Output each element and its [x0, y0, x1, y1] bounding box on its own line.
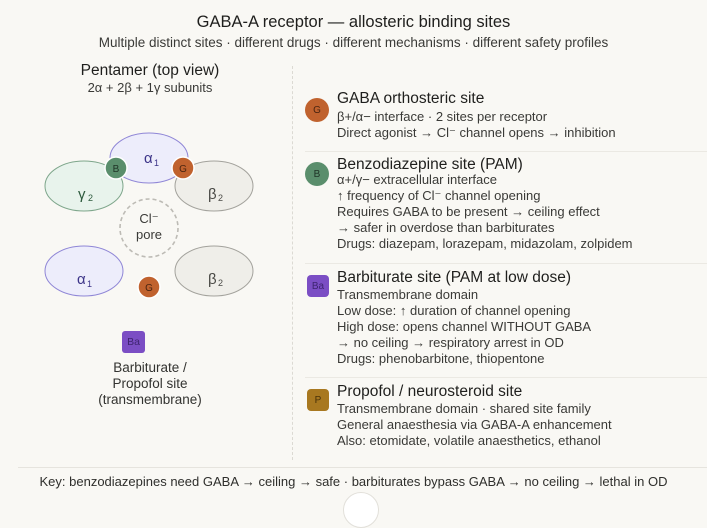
- footer-divider: [18, 467, 707, 468]
- site-title: Barbiturate site (PAM at low dose): [337, 269, 572, 286]
- site-details: α+/γ− extracellular interface ↑ frequenc…: [337, 172, 633, 251]
- site-title: GABA orthosteric site: [337, 90, 485, 107]
- subunit-beta2-right: β 2: [174, 160, 254, 212]
- benzodiazepine-badge-icon: B: [305, 162, 329, 186]
- subunit-subscript: 1: [154, 158, 159, 168]
- barbiturate-legend-badge: Ba: [122, 331, 145, 353]
- scroll-handle[interactable]: [343, 492, 379, 528]
- chloride-pore: Cl⁻ pore: [119, 198, 179, 258]
- svg-text:B: B: [113, 164, 120, 175]
- barbiturate-legend-text: Barbiturate / Propofol site (transmembra…: [98, 360, 202, 407]
- page-subtitle: Multiple distinct sites · different drug…: [98, 35, 609, 50]
- subunit-label: α: [144, 150, 153, 167]
- subunit-label: γ: [78, 186, 86, 203]
- subunit-subscript: 1: [87, 279, 92, 289]
- subunit-label: α: [77, 271, 86, 288]
- column-divider: [292, 66, 293, 460]
- subunit-gamma2: γ 2: [44, 160, 124, 212]
- section-divider: [305, 263, 707, 264]
- page-title: GABA-A receptor — allosteric binding sit…: [196, 13, 511, 31]
- subunit-subscript: 2: [88, 193, 93, 203]
- site-details: Transmembrane domain · shared site famil…: [337, 401, 612, 448]
- subunit-subscript: 2: [218, 193, 223, 203]
- gaba-badge-icon: G: [305, 98, 329, 122]
- site-title: Benzodiazepine site (PAM): [337, 156, 523, 173]
- section-divider: [305, 377, 707, 378]
- pentamer-diagram: α 1 γ 2 β 2 α 1 β 2 Cl⁻ pore B G G: [44, 132, 254, 299]
- subunit-subscript: 2: [218, 278, 223, 288]
- propofol-badge-icon: P: [307, 389, 329, 411]
- subunit-beta2-bottom: β 2: [174, 245, 254, 297]
- svg-text:G: G: [179, 164, 187, 175]
- svg-text:G: G: [145, 283, 153, 294]
- gaba-site-marker-top: G: [171, 156, 195, 180]
- site-details: Transmembrane domain Low dose: ↑ duratio…: [337, 287, 592, 366]
- benzodiazepine-site-marker: B: [104, 156, 128, 180]
- site-title: Propofol / neurosteroid site: [337, 383, 523, 400]
- pore-label: pore: [136, 227, 162, 242]
- pore-label-ion: Cl⁻: [139, 211, 158, 226]
- footer-key: Key: benzodiazepines need GABA → ceiling…: [39, 474, 668, 489]
- subunit-label: β: [208, 271, 217, 288]
- subunit-label: β: [208, 186, 217, 203]
- section-divider: [305, 151, 707, 152]
- pentamer-title: Pentamer (top view): [80, 62, 220, 79]
- barbiturate-badge-icon: Ba: [307, 275, 329, 297]
- pentamer-subtitle: 2α + 2β + 1γ subunits: [87, 80, 213, 95]
- gaba-site-marker-bottom: G: [137, 275, 161, 299]
- subunit-alpha1-bottom: α 1: [44, 245, 124, 297]
- site-details: β+/α− interface · 2 sites per receptor D…: [337, 109, 616, 140]
